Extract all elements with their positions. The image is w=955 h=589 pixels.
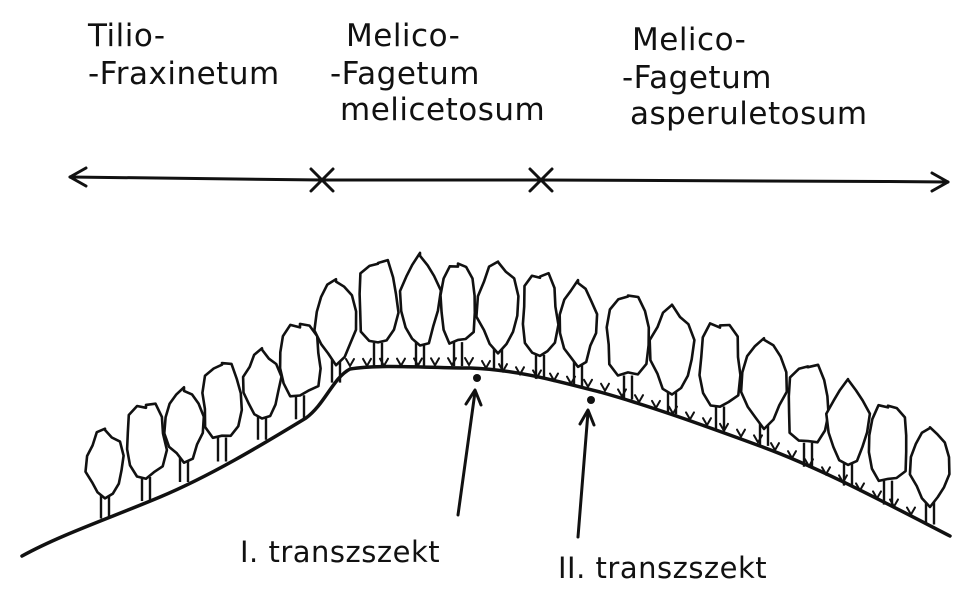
tree (826, 379, 870, 486)
tree (164, 387, 204, 482)
zone-extent-arrows (70, 168, 948, 191)
herb-mark (601, 384, 609, 391)
herb-mark (584, 380, 592, 387)
zone-3-line-3: asperuletosum (630, 96, 868, 132)
tree-crown (476, 262, 518, 354)
herb-mark (465, 358, 473, 365)
herb-mark (431, 358, 439, 365)
tree-crown (280, 324, 321, 396)
tree (86, 429, 124, 519)
transect-2-label: II. transzszekt (558, 551, 767, 584)
tree-crown (826, 379, 870, 465)
tree-crown (164, 387, 204, 462)
tree-crown (741, 338, 787, 429)
zone-2-line-1: Melico- (346, 18, 460, 54)
zone-1-line-2: -Fraxinetum (88, 56, 280, 92)
tree-trunk (454, 342, 462, 366)
tree-crown (314, 279, 356, 365)
tree-crown (127, 404, 167, 479)
zone-label-melico-fagetum-melicetosum: Melico- -Fagetum melicetosum (330, 18, 545, 128)
tree (202, 363, 241, 461)
herb-mark (482, 361, 490, 368)
tree-crown (360, 260, 399, 342)
zone-label-melico-fagetum-asperuletosum: Melico- -Fagetum asperuletosum (622, 22, 868, 132)
tree (741, 338, 787, 446)
tree (650, 305, 695, 415)
tree (910, 427, 950, 524)
tree-trunk (624, 375, 632, 399)
tree-crown (560, 280, 597, 367)
tree-trunk (374, 343, 382, 367)
herb-mark (363, 359, 371, 366)
tree-crown (789, 365, 829, 443)
tree-crown (202, 363, 241, 438)
tree-crown (869, 405, 906, 481)
tree-crown (650, 305, 695, 395)
tree-crown (86, 429, 124, 499)
zone-2-line-3: melicetosum (340, 92, 545, 128)
transect-1-point (473, 374, 481, 382)
tree (869, 405, 906, 504)
herb-mark (397, 359, 405, 366)
tree (400, 253, 441, 367)
tree (127, 404, 167, 501)
tree (560, 280, 597, 386)
tree (360, 260, 399, 367)
transect-1-label: I. transzszekt (240, 535, 440, 569)
tree (476, 262, 518, 372)
herb-mark (737, 430, 745, 437)
tree (243, 348, 281, 440)
tree (607, 296, 649, 400)
herb-mark (346, 359, 354, 366)
tree (441, 264, 475, 367)
tree (700, 323, 741, 430)
tree-crown (910, 427, 950, 507)
zone-3-line-2: -Fagetum (622, 60, 772, 96)
transect-1-pointer (458, 374, 481, 515)
tree-trunk (296, 395, 304, 419)
zone-3-line-1: Melico- (632, 22, 746, 58)
tree-crown (607, 296, 649, 376)
tree-crown (523, 273, 559, 356)
tree (523, 273, 559, 379)
tree (280, 324, 321, 419)
zone-1-line-1: Tilio- (87, 18, 166, 54)
tree-crown (700, 323, 741, 406)
tree-canopy-group (86, 253, 950, 525)
tree-crown (243, 348, 281, 418)
transect-2-point (587, 396, 595, 404)
zone-2-line-2: -Fagetum (330, 56, 480, 92)
transect-2-pointer (578, 396, 595, 537)
tree-trunk (142, 477, 150, 501)
tree-crown (400, 253, 441, 346)
zone-label-tilio-fraxinetum: Tilio- -Fraxinetum (87, 18, 280, 92)
tree-crown (441, 264, 475, 344)
tree-trunk (218, 437, 226, 461)
